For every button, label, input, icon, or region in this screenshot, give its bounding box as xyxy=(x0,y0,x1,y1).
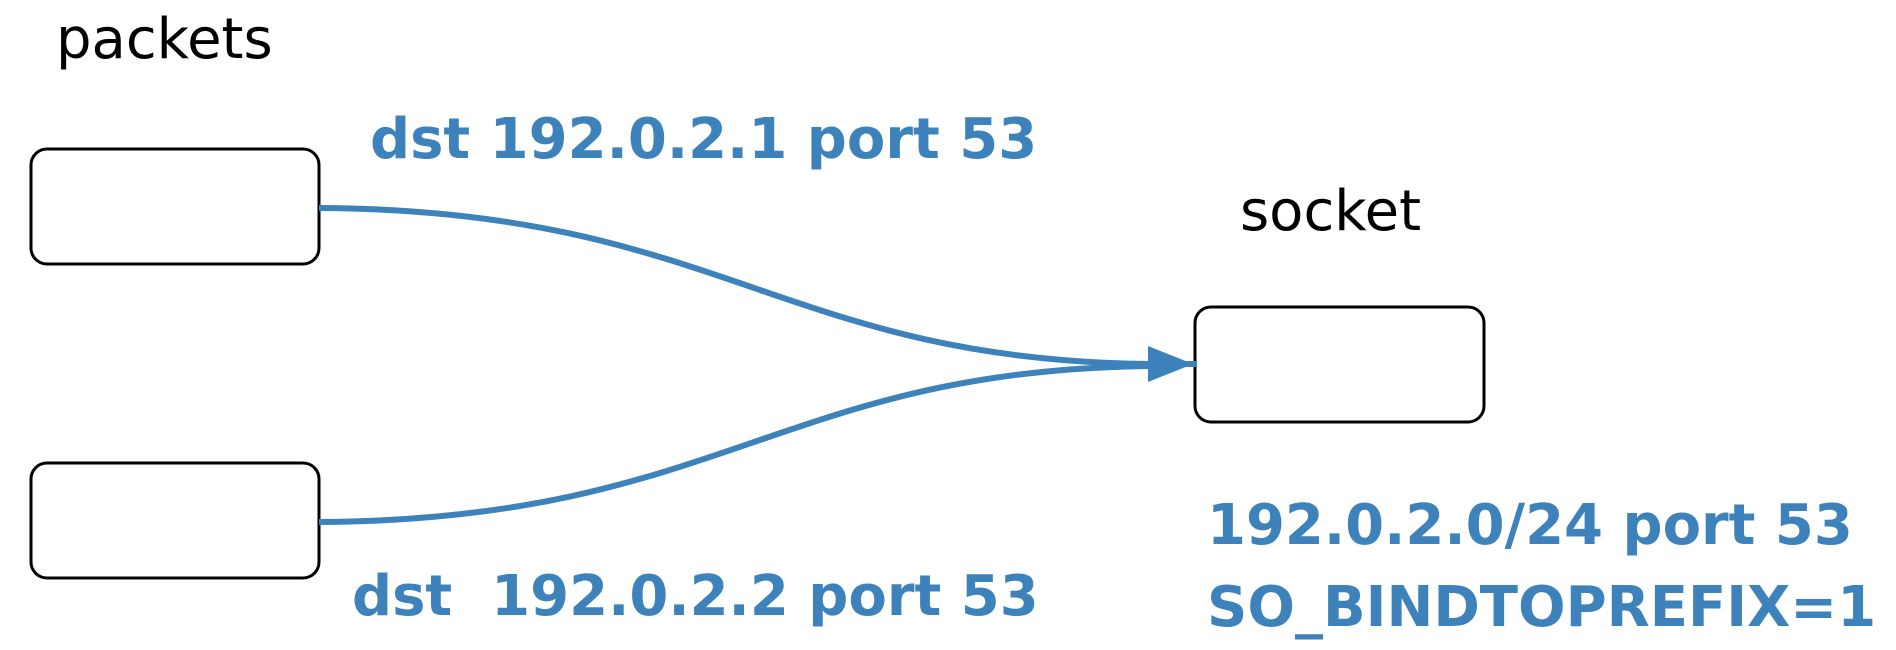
socket-address-label: 192.0.2.0/24 port 53 xyxy=(1207,493,1853,558)
arrowhead-icon xyxy=(1148,346,1193,382)
packets-heading: packets xyxy=(56,7,273,72)
packet-1-label: dst 192.0.2.1 port 53 xyxy=(370,107,1037,172)
flow-arrow-2 xyxy=(318,363,1151,525)
packet-box-1 xyxy=(29,147,321,266)
packet-box-2 xyxy=(29,461,321,580)
packet-2-label: dst 192.0.2.2 port 53 xyxy=(352,564,1039,629)
socket-option-label: SO_BINDTOPREFIX=1 xyxy=(1207,575,1876,640)
arrow-stub xyxy=(1185,361,1197,367)
flow-arrow-1 xyxy=(318,205,1151,367)
socket-box xyxy=(1193,305,1486,424)
socket-heading: socket xyxy=(1240,179,1421,244)
